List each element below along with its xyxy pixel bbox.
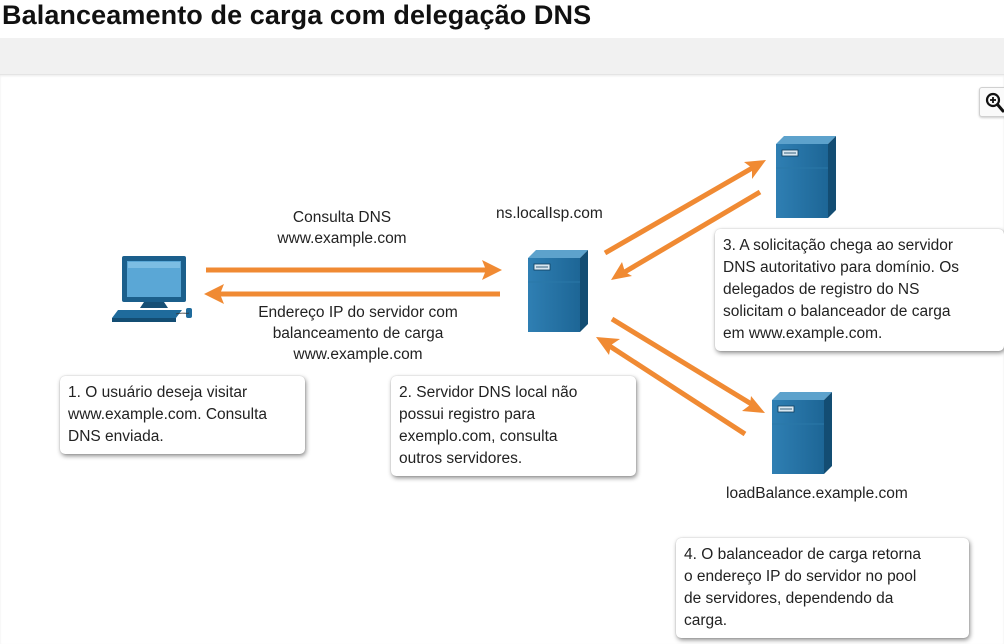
- step-1-text: 1. O usuário deseja visitar www.example.…: [68, 384, 267, 445]
- arrow-query: [206, 260, 502, 280]
- zoom-button[interactable]: [979, 87, 1004, 117]
- arrow-to-authoritative: [603, 160, 766, 256]
- response-label: Endereço IP do servidor com balanceament…: [228, 302, 488, 365]
- arrow-from-load-balancer: [596, 337, 747, 437]
- step-4-text: 4. O balanceador de carga retorna o ende…: [684, 546, 921, 629]
- step-2-text: 2. Servidor DNS local não possui registr…: [399, 384, 578, 467]
- page-title: Balanceamento de carga com delegação DNS: [2, 0, 592, 30]
- server-icon-local: [527, 249, 589, 333]
- response-label-line-1: Endereço IP do servidor com: [258, 304, 458, 321]
- query-label-line-2: www.example.com: [277, 230, 407, 247]
- zoom-in-icon: [985, 92, 1004, 113]
- arrow-response: [204, 284, 500, 304]
- step-3-box: 3. A solicitação chega ao servidor DNS a…: [715, 229, 1004, 351]
- computer-icon: [112, 256, 192, 322]
- response-label-line-2: balanceamento de carga: [272, 325, 444, 342]
- load-balancer-label: loadBalance.example.com: [726, 485, 908, 502]
- step-4-box: 4. O balanceador de carga retorna o ende…: [676, 538, 969, 638]
- query-label: Consulta DNS www.example.com: [242, 207, 442, 249]
- arrow-to-load-balancer: [610, 316, 765, 413]
- local-dns-label: ns.localIsp.com: [496, 205, 603, 222]
- step-3-text: 3. A solicitação chega ao servidor DNS a…: [723, 237, 960, 342]
- step-1-box: 1. O usuário deseja visitar www.example.…: [60, 376, 305, 454]
- server-icon-authoritative: [775, 135, 837, 219]
- header-band: [0, 38, 1004, 74]
- server-icon-load-balancer: [771, 391, 833, 475]
- query-label-line-1: Consulta DNS: [292, 209, 392, 226]
- response-label-line-3: www.example.com: [293, 346, 423, 363]
- arrow-from-authoritative: [611, 189, 762, 280]
- step-2-box: 2. Servidor DNS local não possui registr…: [391, 376, 636, 476]
